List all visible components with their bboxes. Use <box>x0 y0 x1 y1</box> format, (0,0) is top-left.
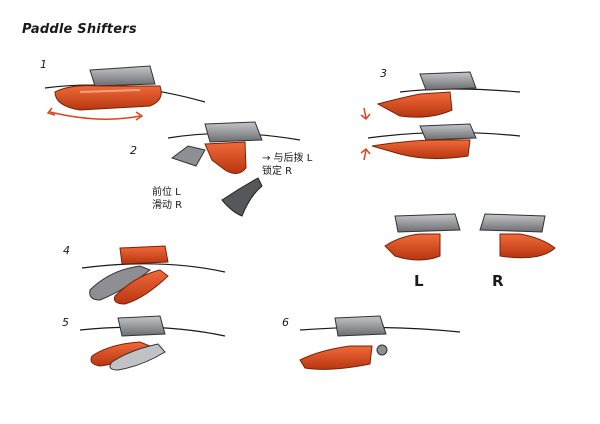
paddle-sketch-2 <box>167 121 301 217</box>
variant-number-5: 5 <box>62 316 69 329</box>
variant-number-4: 4 <box>63 244 70 257</box>
paddle-sketch-3 <box>360 71 521 161</box>
annotation-left: 前位 L 滑动 R <box>152 186 182 212</box>
annotation-left-line2: 滑动 R <box>152 200 183 211</box>
variant-number-3: 3 <box>380 67 387 80</box>
annotation-right-line1: → 与后拨 L <box>262 153 313 164</box>
paddle-sketch-6 <box>299 315 461 370</box>
left-side-label: L <box>414 272 424 290</box>
paddle-sketch-1 <box>44 65 206 121</box>
right-side-label: R <box>492 272 504 290</box>
annotation-left-line1: 前位 L <box>152 187 181 198</box>
variant-number-6: 6 <box>282 316 289 329</box>
paddle-sketch-4 <box>81 245 226 305</box>
annotation-right-line2: 锁定 R <box>262 166 293 177</box>
variant-number-1: 1 <box>40 58 47 71</box>
annotation-right: → 与后拨 L 锁定 R <box>262 152 312 178</box>
paddle-sketch-left <box>384 213 461 261</box>
paddle-sketch-5 <box>79 315 226 371</box>
page-title: Paddle Shifters <box>22 22 137 37</box>
paddle-sketch-right <box>479 213 556 259</box>
variant-number-2: 2 <box>130 144 137 157</box>
